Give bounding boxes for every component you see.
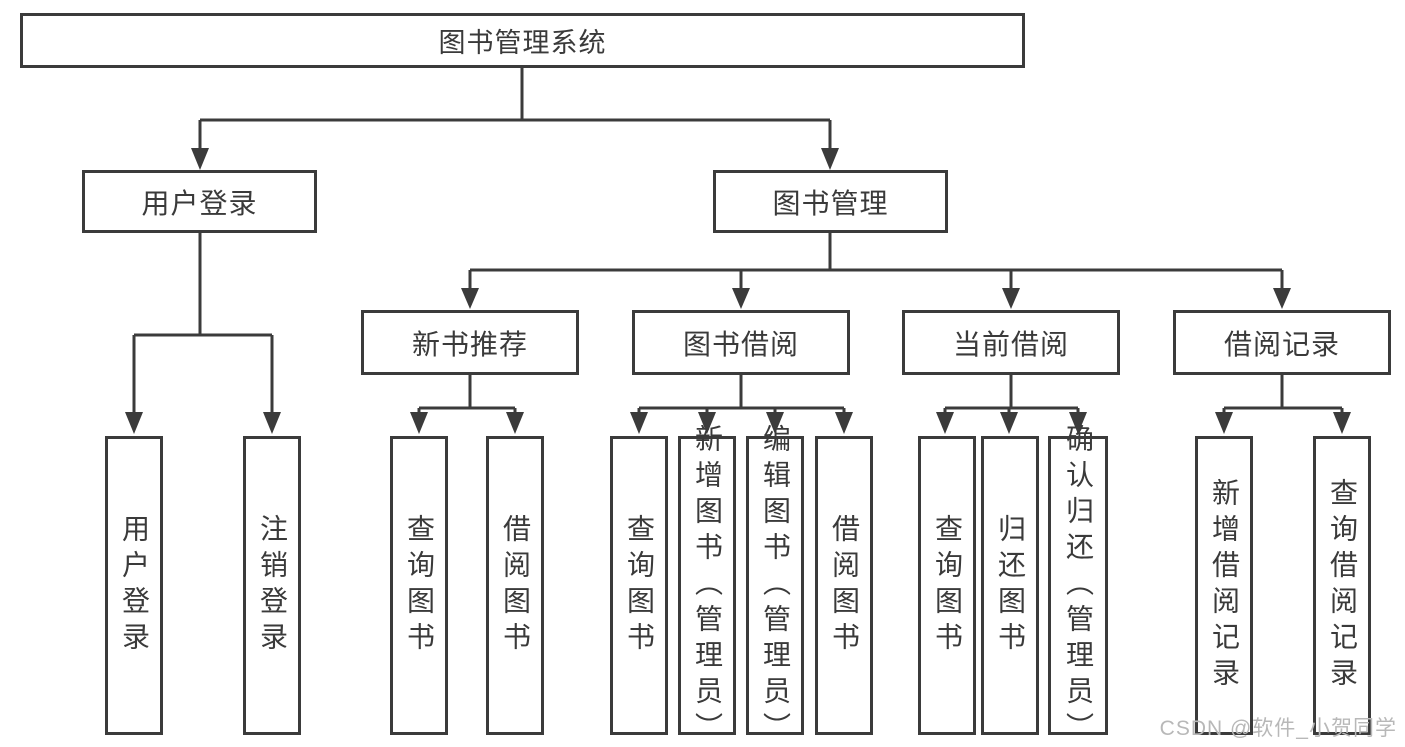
leaf-add-book-admin: 新增图书（管理员） (678, 424, 736, 747)
node-root: 图书管理系统 (20, 13, 1025, 68)
leaf-borrow-books-recommend: 借阅图书 (486, 436, 544, 735)
leaf-confirm-return-admin-label: 确认归还（管理员） (1063, 423, 1094, 747)
node-borrow-records: 借阅记录 (1173, 310, 1391, 375)
node-book-borrow: 图书借阅 (632, 310, 850, 375)
connector-new-book-recommend (410, 375, 524, 434)
connector-user-login (125, 233, 281, 434)
connector-book-borrow (630, 375, 853, 434)
leaf-logout-label: 注销登录 (257, 513, 288, 658)
leaf-add-book-admin-label: 新增图书（管理员） (692, 423, 723, 747)
leaf-add-borrow-record: 新增借阅记录 (1195, 436, 1253, 735)
connector-borrow-records (1215, 375, 1351, 434)
node-book-management: 图书管理 (713, 170, 948, 233)
leaf-borrow-books-borrow: 借阅图书 (815, 436, 873, 735)
connector-current-borrow (936, 375, 1087, 434)
leaf-edit-book-admin: 编辑图书（管理员） (746, 424, 804, 747)
connector-root (191, 68, 839, 170)
leaf-confirm-return-admin: 确认归还（管理员） (1048, 424, 1108, 747)
leaf-query-borrow-record: 查询借阅记录 (1313, 436, 1371, 735)
leaf-return-book: 归还图书 (981, 436, 1039, 735)
node-borrow-records-label: 借阅记录 (1223, 328, 1340, 360)
leaf-query-books-current-label: 查询图书 (932, 513, 963, 658)
leaf-add-borrow-record-label: 新增借阅记录 (1209, 477, 1240, 694)
node-new-book-recommend-label: 新书推荐 (411, 328, 528, 360)
node-root-label: 图书管理系统 (438, 28, 607, 58)
leaf-user-login: 用户登录 (105, 436, 163, 735)
leaf-query-books-recommend: 查询图书 (390, 436, 448, 735)
leaf-logout: 注销登录 (243, 436, 301, 735)
node-current-borrow-label: 当前借阅 (952, 328, 1069, 360)
leaf-return-book-label: 归还图书 (995, 513, 1026, 658)
node-new-book-recommend: 新书推荐 (361, 310, 579, 375)
leaf-query-books-recommend-label: 查询图书 (404, 513, 435, 658)
leaf-borrow-books-borrow-label: 借阅图书 (829, 513, 860, 658)
leaf-query-books-current: 查询图书 (918, 436, 976, 735)
leaf-borrow-books-recommend-label: 借阅图书 (500, 513, 531, 658)
node-book-borrow-label: 图书借阅 (682, 328, 799, 360)
leaf-query-borrow-record-label: 查询借阅记录 (1327, 477, 1358, 694)
node-book-management-label: 图书管理 (772, 187, 889, 219)
csdn-watermark: CSDN @软件_小贺同学 (1159, 717, 1397, 740)
leaf-user-login-label: 用户登录 (119, 513, 150, 658)
node-user-login-label: 用户登录 (141, 187, 258, 219)
leaf-edit-book-admin-label: 编辑图书（管理员） (760, 423, 791, 747)
node-current-borrow: 当前借阅 (902, 310, 1120, 375)
leaf-query-books-borrow-label: 查询图书 (624, 513, 655, 658)
connector-book-management (461, 233, 1291, 309)
leaf-query-books-borrow: 查询图书 (610, 436, 668, 735)
node-user-login: 用户登录 (82, 170, 317, 233)
